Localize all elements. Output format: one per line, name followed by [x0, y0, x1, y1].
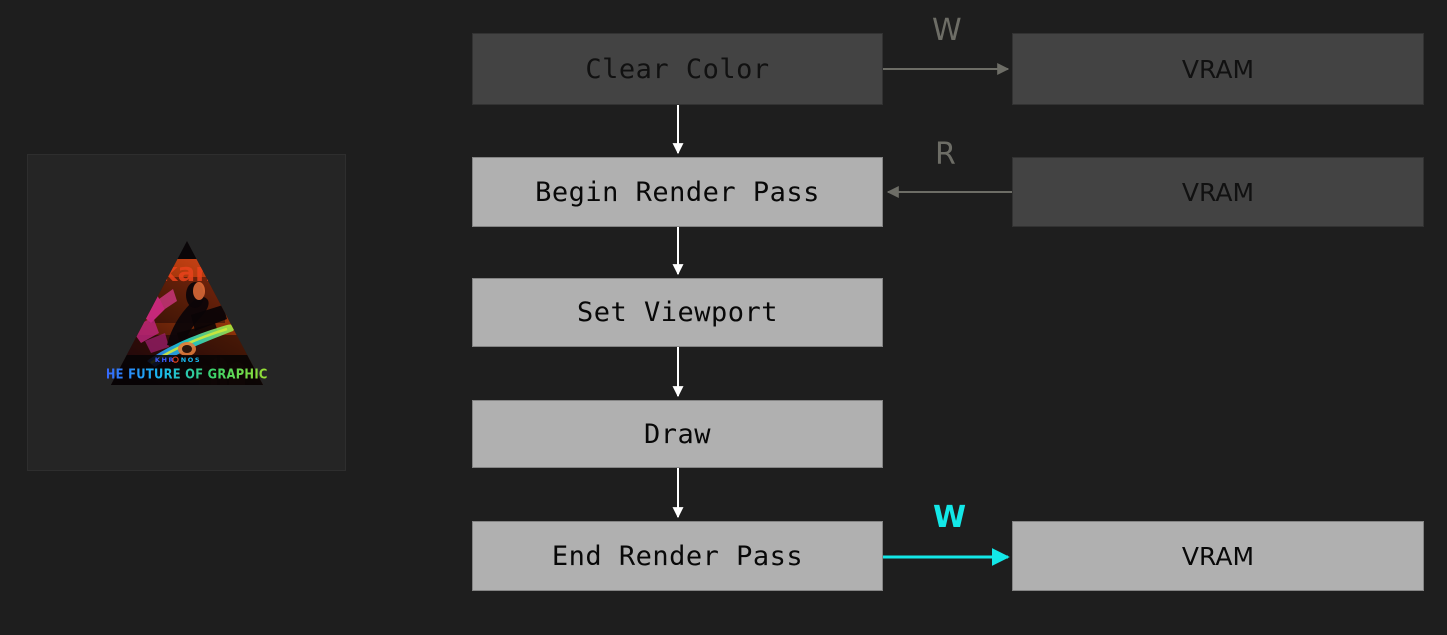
node-vram-write-final[interactable]: VRAM: [1012, 521, 1424, 591]
edge-label-write-top: W: [932, 13, 962, 48]
node-draw[interactable]: Draw: [472, 400, 883, 468]
edge-label-read: R: [935, 137, 956, 172]
node-begin-render-pass[interactable]: Begin Render Pass: [472, 157, 883, 227]
node-end-render-pass[interactable]: End Render Pass: [472, 521, 883, 591]
svg-text:KHR: KHR: [154, 356, 174, 364]
node-vram-read[interactable]: VRAM: [1012, 157, 1424, 227]
logo-tagline: THE FUTURE OF GRAPHICS: [107, 367, 267, 382]
khronos-wordmark: KHR NOS: [154, 356, 200, 364]
vulkan-logo-image: kan: [107, 237, 267, 389]
node-vram-write-top[interactable]: VRAM: [1012, 33, 1424, 105]
node-clear-color[interactable]: Clear Color: [472, 33, 883, 105]
edge-label-write-final: W: [933, 500, 967, 535]
vulkan-triangle-icon: kan: [107, 240, 267, 385]
node-set-viewport[interactable]: Set Viewport: [472, 278, 883, 347]
svg-text:NOS: NOS: [180, 356, 200, 364]
vulkan-logo-panel: kan: [27, 154, 346, 471]
svg-text:kan: kan: [160, 258, 213, 288]
